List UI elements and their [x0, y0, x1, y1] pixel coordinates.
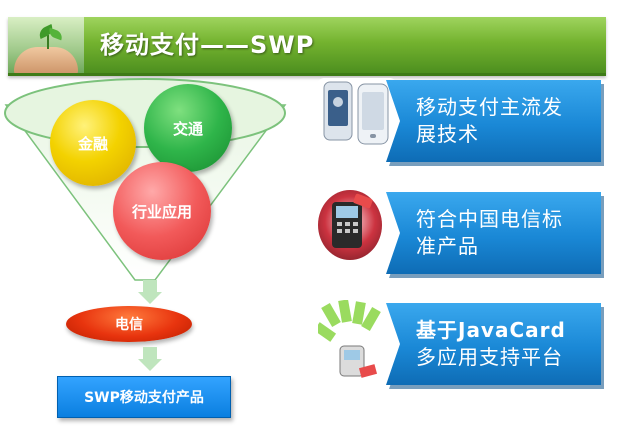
telecom-ellipse: 电信	[66, 306, 192, 342]
circle-industry-application: 行业应用	[113, 162, 211, 260]
feature-line: 符合中国电信标	[416, 207, 563, 231]
feature-banner-mainstream: 移动支付主流发展技术	[386, 80, 601, 162]
arrow-down-icon	[138, 280, 162, 304]
feature-line: 移动支付主流发	[416, 95, 563, 119]
pos-terminal-icon	[318, 190, 382, 260]
feature-banner-standard: 符合中国电信标准产品	[386, 192, 601, 274]
feature-line: 准产品	[416, 234, 479, 258]
feature-banner-javacard: 基于JavaCard 多应用支持平台	[386, 303, 601, 385]
circle-finance: 金融	[50, 100, 136, 186]
seedling-hands-image	[8, 17, 84, 73]
swp-product-box: SWP移动支付产品	[57, 376, 231, 418]
feature-line: 基于JavaCard	[416, 318, 566, 342]
smartphones-icon	[318, 78, 396, 158]
arrow-down-icon	[138, 347, 162, 371]
page-title: 移动支付——SWP	[100, 31, 315, 59]
feature-line: 多应用支持平台	[416, 345, 563, 369]
feature-line: 展技术	[416, 122, 479, 146]
circle-traffic: 交通	[144, 84, 232, 172]
title-bar	[8, 17, 606, 76]
contactless-card-icon	[318, 300, 386, 382]
